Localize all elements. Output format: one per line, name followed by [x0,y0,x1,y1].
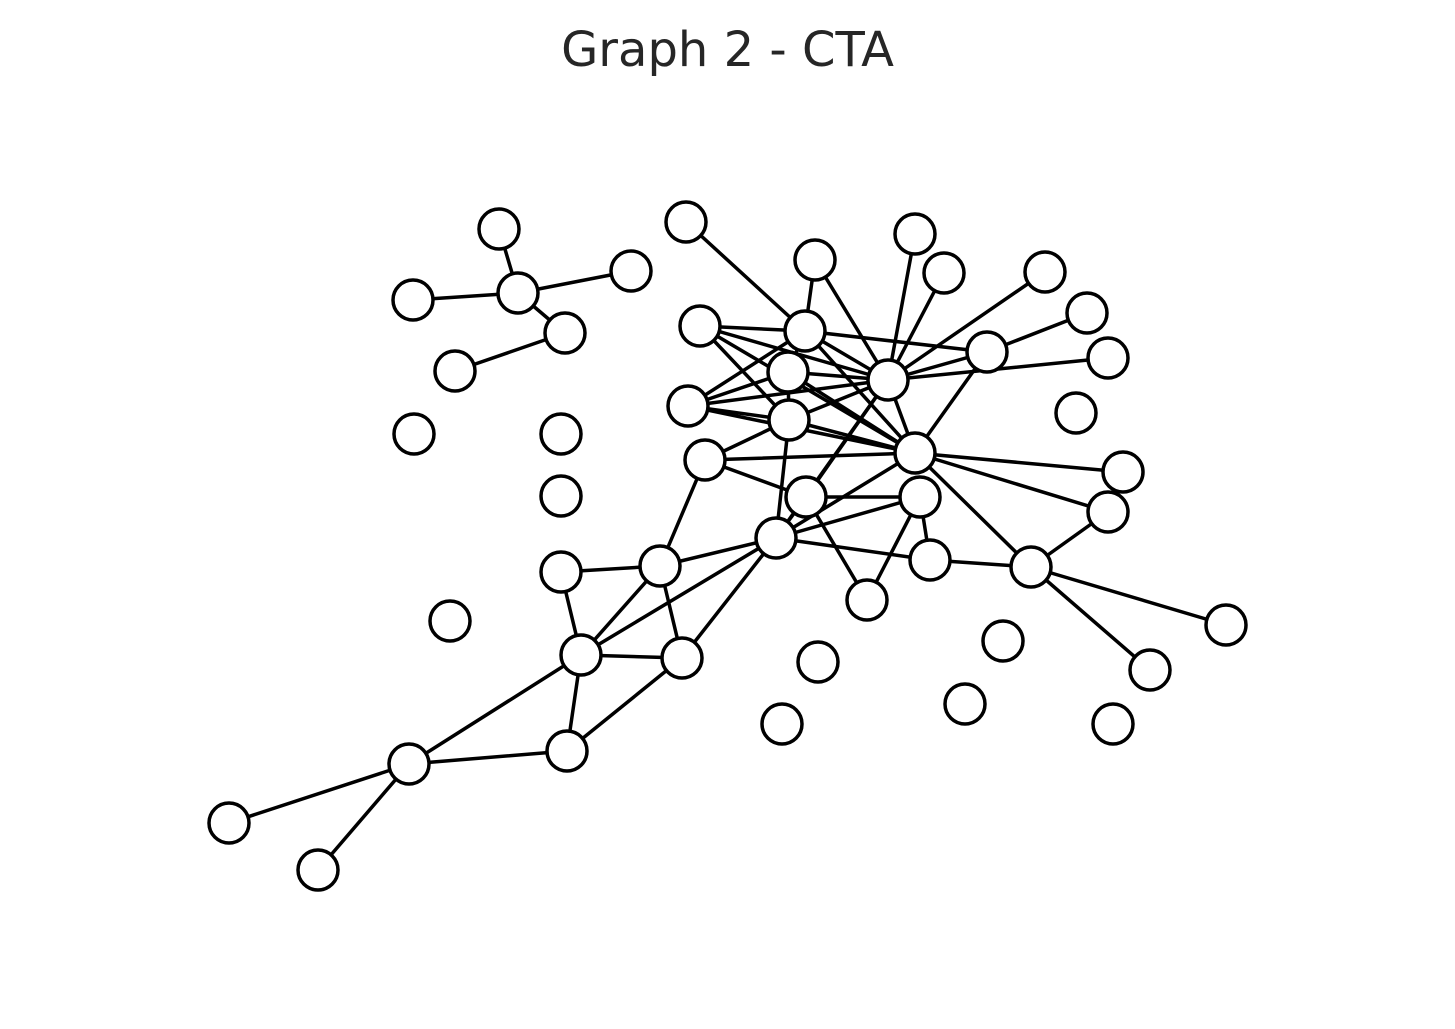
graph-node [893,212,937,256]
graph-node [609,249,653,293]
graph-edge [684,220,807,333]
graph-edge [579,536,778,657]
graph-node [767,398,811,442]
graph-title: Graph 2 - CTA [561,22,894,78]
graph-edge [1029,565,1228,627]
graph-edge [913,451,1110,514]
graph-node [981,619,1025,663]
graph-edge [227,762,411,825]
graph-node [796,640,840,684]
graph-node [678,304,722,348]
graph-node [793,238,837,282]
graph-edge [913,451,1033,569]
graph-node [539,550,583,594]
graph-node [660,636,704,680]
graph-edge [886,232,917,382]
graph-edge [913,451,1125,474]
graph-edge [1029,565,1152,672]
graph-node [1065,291,1109,335]
graph-node [893,431,937,475]
graph-node [433,349,477,393]
graph-node [664,200,708,244]
graph-node [559,633,603,677]
graph-edge [774,536,932,562]
graph-edge [565,656,684,753]
graph-node [428,599,472,643]
graph-node [1091,702,1135,746]
graph-node [908,538,952,582]
graph-node [391,278,435,322]
graph-node [866,358,910,402]
graph-node [683,438,727,482]
graph-node [539,474,583,518]
node-layer [207,200,1248,892]
graph-node [1009,545,1053,589]
graph-edge [703,451,917,462]
graph-edge [680,536,778,660]
graph-node [496,271,540,315]
graph-node [545,729,589,773]
graph-node [296,848,340,892]
graph-edge [774,495,922,540]
graph-node [766,350,810,394]
graph-node [898,475,942,519]
graph-node [1086,336,1130,380]
graph-node [1128,648,1172,692]
graph-edge [813,258,890,382]
graph-node [754,516,798,560]
graph-node [666,384,710,428]
graph-node [965,330,1009,374]
graph-node [477,207,521,251]
graph-node [207,801,251,845]
graph-edge [686,329,807,408]
graph-edge [407,749,569,766]
graph-node [845,578,889,622]
graph-node [638,544,682,588]
graph-node [783,309,827,353]
graph-node [760,702,804,746]
graph-node [784,475,828,519]
graph-node [387,742,431,786]
graph-node [1101,450,1145,494]
graph-node [1204,603,1248,647]
graph-edge [316,762,411,872]
graph-node [392,412,436,456]
graph-edge [886,270,1047,382]
graph-node [943,682,987,726]
graph-edge [407,653,583,766]
graph-node [1023,250,1067,294]
graph-node [922,251,966,295]
graph-node [539,412,583,456]
graph-node [1086,490,1130,534]
graph-node [1054,391,1098,435]
graph-edge [786,370,917,455]
graph-node [543,311,587,355]
